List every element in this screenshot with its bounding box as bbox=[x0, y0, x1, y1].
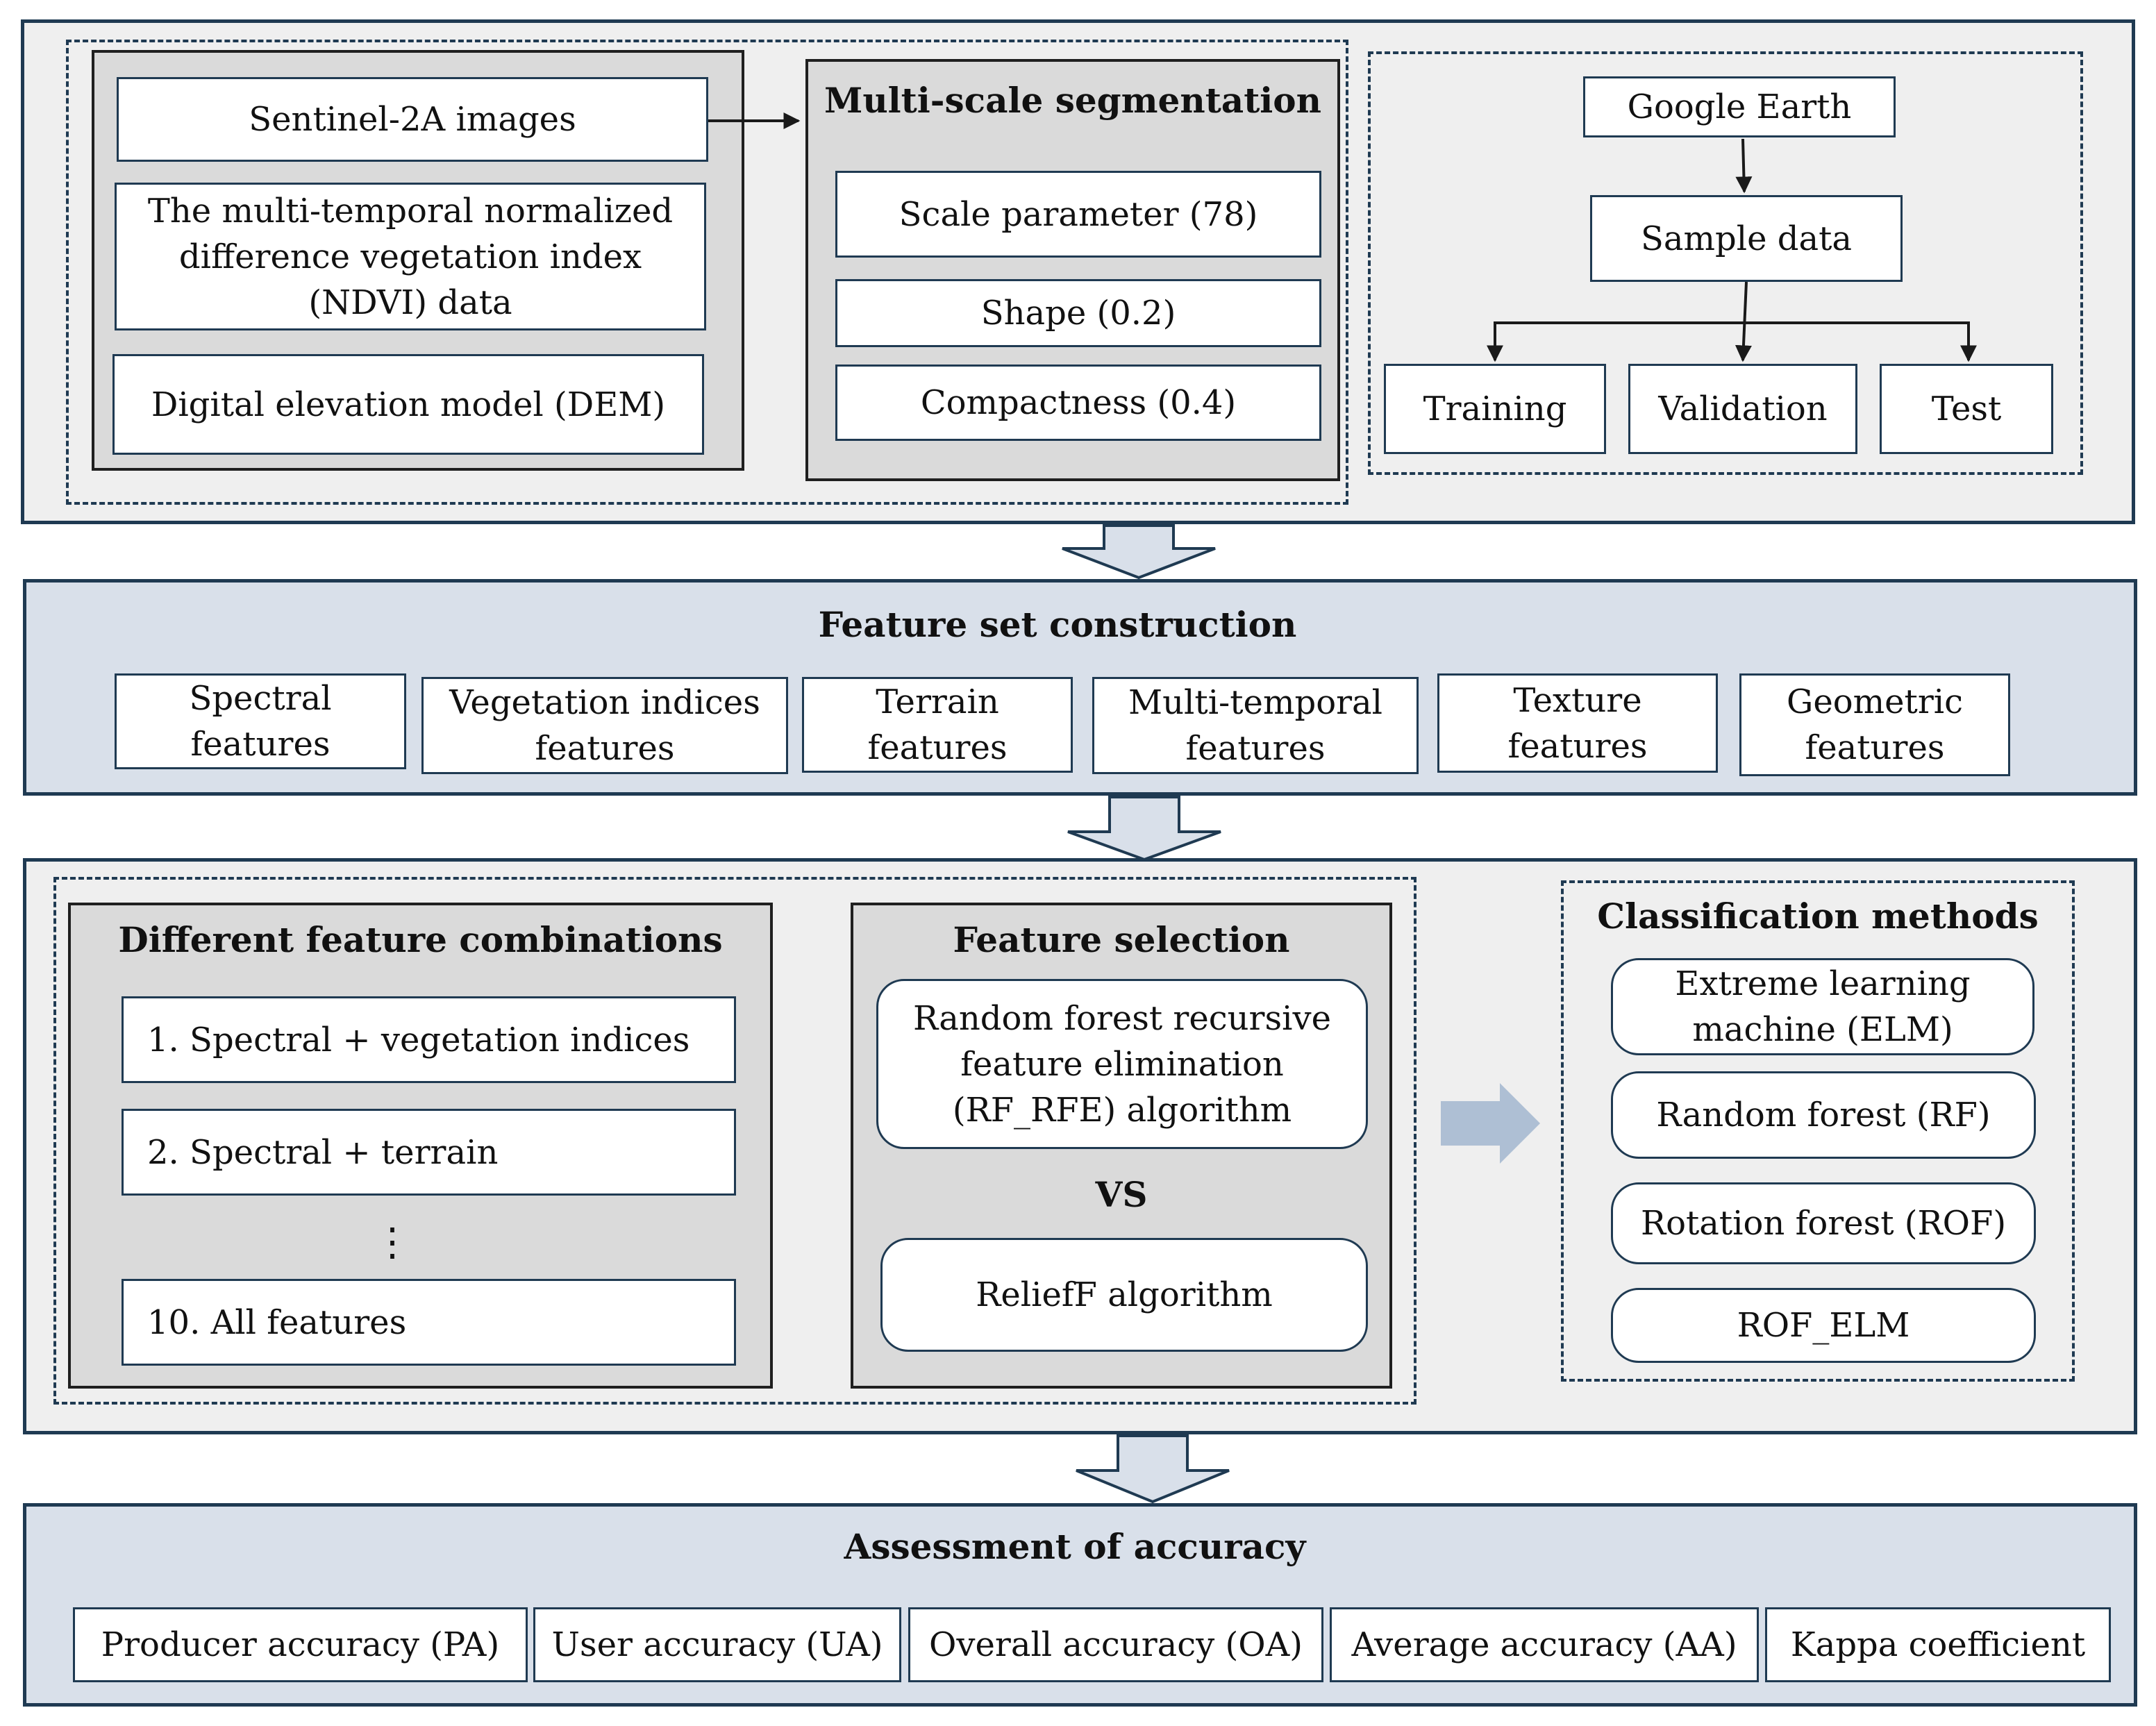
geometric-features-box: Geometric features bbox=[1739, 673, 2010, 776]
samples-group bbox=[1368, 51, 2083, 475]
vs-label: VS bbox=[1095, 1174, 1148, 1215]
producer-accuracy-box: Producer accuracy (PA) bbox=[73, 1607, 528, 1682]
inputs-segmentation-group bbox=[66, 40, 1348, 505]
shape-box: Shape (0.2) bbox=[835, 279, 1321, 347]
google-earth-to-sample-arrow bbox=[1735, 138, 1753, 194]
kappa-coefficient-box: Kappa coefficient bbox=[1765, 1607, 2111, 1682]
combination-item: 1. Spectral + vegetation indices bbox=[122, 996, 736, 1083]
rof-box: Rotation forest (ROF) bbox=[1611, 1182, 2036, 1264]
combination-item: 10. All features bbox=[122, 1279, 736, 1366]
texture-features-box: Texture features bbox=[1437, 673, 1718, 773]
accuracy-title: Assessment of accuracy bbox=[844, 1526, 1306, 1567]
feature-set-title: Feature set construction bbox=[818, 604, 1297, 645]
flow-arrow-1 bbox=[1062, 524, 1216, 580]
compactness-box: Compactness (0.4) bbox=[835, 365, 1321, 441]
sample-to-test-arrow bbox=[1746, 321, 1977, 362]
feature-selection-title: Feature selection bbox=[953, 919, 1290, 960]
validation-box: Validation bbox=[1628, 364, 1857, 454]
sample-to-training-arrow bbox=[1487, 321, 1746, 362]
classification-methods-title: Classification methods bbox=[1597, 896, 2039, 937]
ellipsis: ⋮ bbox=[373, 1220, 412, 1265]
ndvi-data-box: The multi-temporal normalized difference… bbox=[115, 183, 706, 330]
features-selection-group bbox=[53, 877, 1417, 1405]
sample-data-box: Sample data bbox=[1590, 195, 1903, 282]
sample-to-validation-arrow bbox=[1735, 281, 1752, 362]
vegetation-indices-features-box: Vegetation indices features bbox=[421, 677, 788, 774]
combination-item: 2. Spectral + terrain bbox=[122, 1109, 736, 1196]
rf-rfe-box: Random forest recursive feature eliminat… bbox=[876, 979, 1368, 1149]
segmentation-title: Multi-scale segmentation bbox=[824, 80, 1321, 121]
flow-arrow-to-classification bbox=[1441, 1083, 1540, 1164]
spectral-features-box: Spectral features bbox=[115, 673, 406, 769]
overall-accuracy-box: Overall accuracy (OA) bbox=[908, 1607, 1323, 1682]
user-accuracy-box: User accuracy (UA) bbox=[533, 1607, 901, 1682]
sentinel-images-box: Sentinel-2A images bbox=[117, 77, 708, 162]
dem-box: Digital elevation model (DEM) bbox=[112, 354, 704, 455]
rf-box: Random forest (RF) bbox=[1611, 1071, 2036, 1159]
flow-arrow-3 bbox=[1076, 1434, 1230, 1504]
google-earth-box: Google Earth bbox=[1583, 76, 1896, 137]
terrain-features-box: Terrain features bbox=[802, 677, 1073, 773]
scale-parameter-box: Scale parameter (78) bbox=[835, 171, 1321, 258]
multi-temporal-features-box: Multi-temporal features bbox=[1092, 677, 1419, 774]
rof-elm-box: ROF_ELM bbox=[1611, 1288, 2036, 1363]
average-accuracy-box: Average accuracy (AA) bbox=[1330, 1607, 1759, 1682]
elm-box: Extreme learning machine (ELM) bbox=[1611, 958, 2034, 1055]
training-box: Training bbox=[1384, 364, 1606, 454]
relieff-box: ReliefF algorithm bbox=[880, 1238, 1368, 1352]
flow-arrow-2 bbox=[1067, 796, 1221, 862]
classification-methods-group bbox=[1561, 880, 2075, 1382]
test-box: Test bbox=[1880, 364, 2053, 454]
feature-combinations-title: Different feature combinations bbox=[118, 919, 723, 960]
